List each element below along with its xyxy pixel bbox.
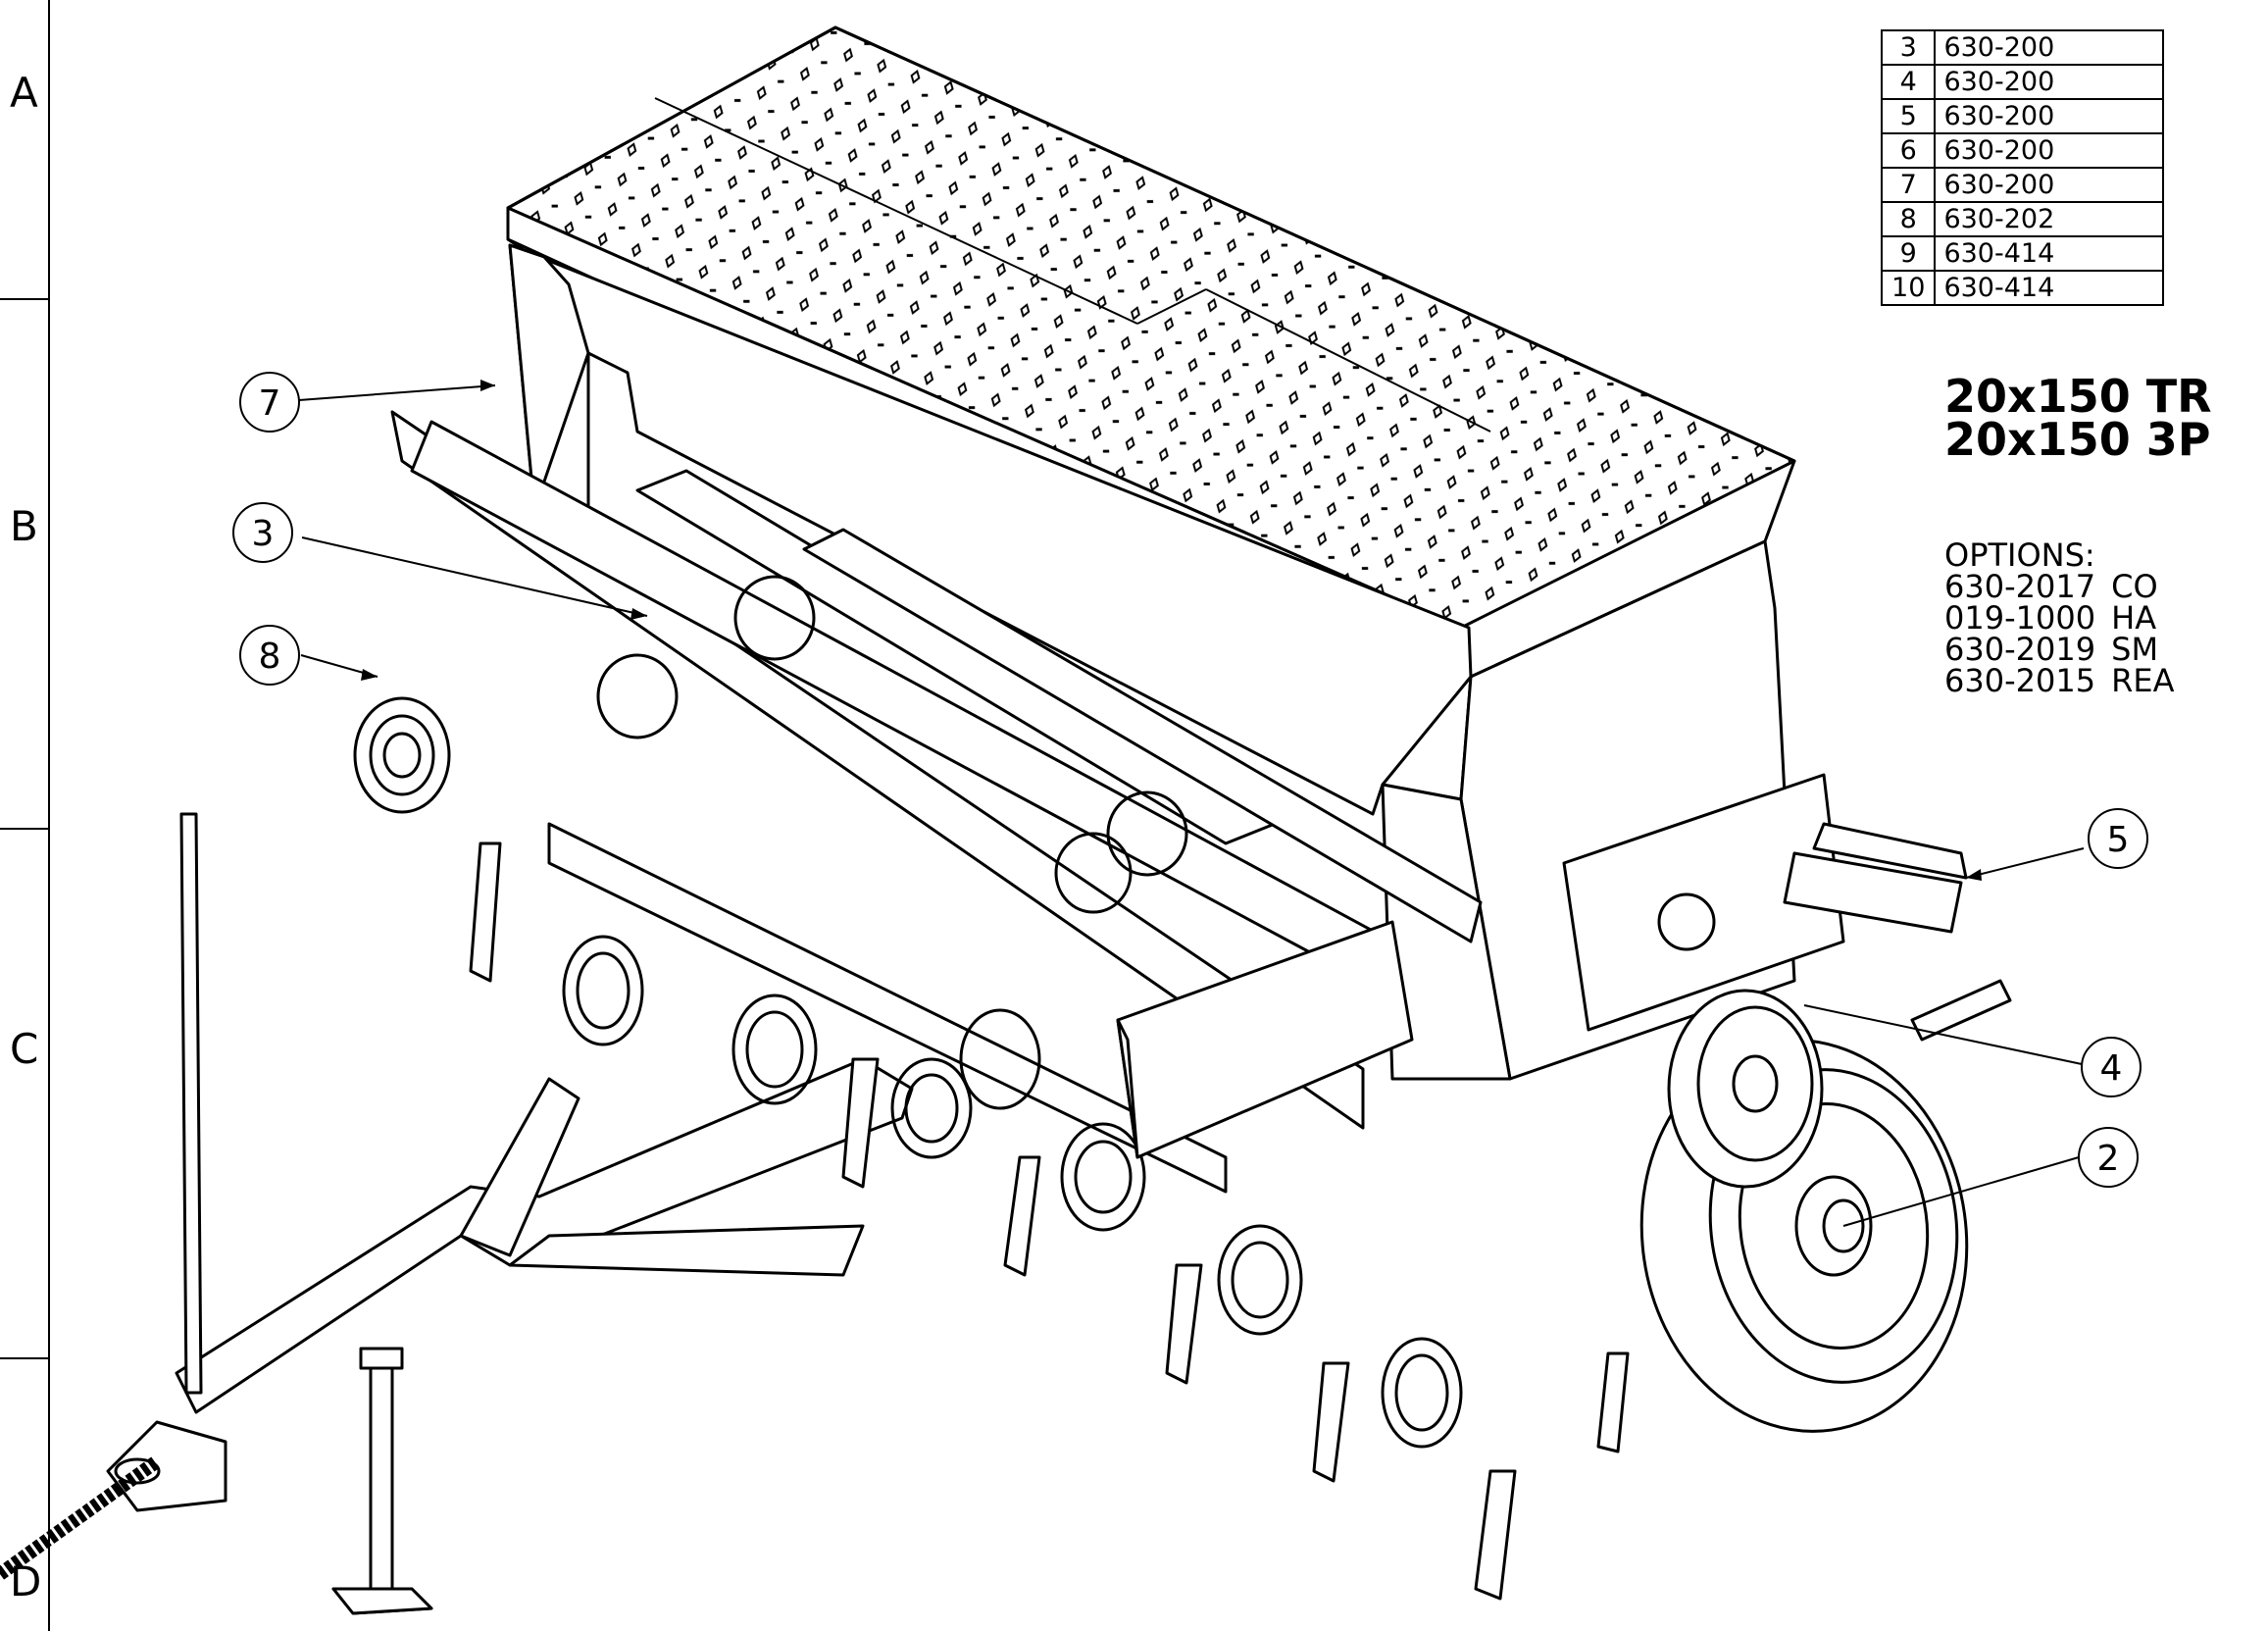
zone-letter-c: C (10, 1025, 39, 1073)
bom-part-number: 630-414 (1934, 235, 2164, 272)
zone-letter-d: D (10, 1557, 42, 1606)
jack-stand (331, 1347, 433, 1615)
option-row: 019-1000 HA (1944, 602, 2268, 634)
balloon-4: 4 (2081, 1037, 2142, 1097)
option-description: SM (2111, 631, 2159, 668)
bom-item-number: 6 (1880, 132, 1937, 169)
svg-text:4: 4 (2100, 1048, 2123, 1089)
balloon-3: 3 (232, 502, 293, 563)
svg-text:7: 7 (259, 383, 281, 424)
hitch-tongue (106, 812, 914, 1512)
option-part-number: 019-1000 (1944, 599, 2096, 637)
zone-letter-b: B (10, 502, 38, 550)
jack-foot-plate (331, 1587, 433, 1615)
rear-side-frame (1783, 822, 2012, 1042)
bom-item-number: 9 (1880, 235, 1937, 272)
options-heading: OPTIONS: (1944, 536, 2095, 574)
press-wheel-small (1667, 989, 1824, 1189)
balloon-2: 2 (2078, 1127, 2139, 1188)
seed-drill-isometric-drawing: 7 3 8 5 4 2 (0, 0, 2148, 1631)
title-line: 20x150 3P (1944, 413, 2211, 466)
balloon-5: 5 (2088, 808, 2148, 869)
bom-part-number: 630-200 (1934, 64, 2164, 100)
drawing-title: 20x150 TR 20x150 3P (1944, 370, 2212, 466)
option-row: 630-2015 REA (1944, 665, 2268, 696)
bom-item-number: 4 (1880, 64, 1937, 100)
spring-tines (353, 575, 1463, 1449)
bom-part-number: 630-414 (1934, 270, 2164, 306)
bom-part-number: 630-200 (1934, 132, 2164, 169)
balloon-7: 7 (239, 372, 300, 433)
drive-box (1116, 773, 1845, 1159)
main-toolbar-frame (390, 410, 1483, 1194)
option-description: HA (2111, 599, 2157, 637)
safety-chain (0, 1455, 162, 1580)
option-description: REA (2111, 662, 2175, 699)
bom-part-number: 630-200 (1934, 29, 2164, 66)
bom-item-number: 5 (1880, 98, 1937, 134)
bom-part-number: 630-200 (1934, 98, 2164, 134)
title-line: 20x150 TR (1944, 370, 2212, 423)
tine-shovels (469, 841, 1630, 1601)
svg-text:8: 8 (259, 637, 281, 677)
bom-item-number: 10 (1880, 270, 1937, 306)
svg-text:5: 5 (2107, 820, 2130, 860)
zone-letter-a: A (10, 69, 38, 117)
option-part-number: 630-2015 (1944, 662, 2096, 699)
bom-part-number: 630-200 (1934, 167, 2164, 203)
bom-part-number: 630-202 (1934, 201, 2164, 237)
option-row: 630-2019 SM (1944, 634, 2268, 665)
option-description: CO (2111, 568, 2158, 605)
bom-item-number: 7 (1880, 167, 1937, 203)
drawing-frame (0, 0, 50, 1631)
svg-text:2: 2 (2097, 1139, 2120, 1179)
bom-item-number: 8 (1880, 201, 1937, 237)
option-part-number: 630-2019 (1944, 631, 2096, 668)
option-row: 630-2017 CO (1944, 571, 2268, 602)
leader-arrowheads (361, 380, 1982, 881)
bom-item-number: 3 (1880, 29, 1937, 66)
option-part-number: 630-2017 (1944, 568, 2096, 605)
svg-text:3: 3 (252, 514, 275, 554)
balloon-8: 8 (239, 625, 300, 686)
